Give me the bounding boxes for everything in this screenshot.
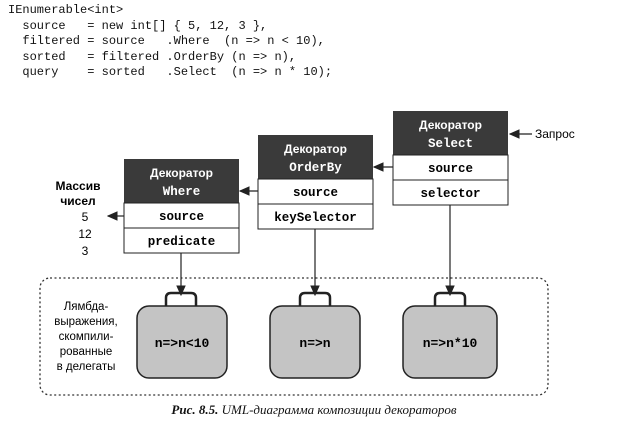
code-line: IEnumerable<int>	[8, 3, 124, 17]
decorator-orderby-name: OrderBy	[289, 161, 342, 175]
briefcase-handle-icon	[164, 291, 198, 307]
delegate-body	[136, 305, 228, 379]
lambda-label: рованные	[60, 346, 113, 358]
decorator-where-source: source	[159, 210, 204, 224]
decorator-select-name: Select	[428, 137, 473, 151]
decorator-where: Декоратор Where source predicate	[123, 159, 240, 254]
array-value: 12	[78, 227, 92, 241]
briefcase-handle-icon	[433, 291, 467, 307]
decorator-select-selector: selector	[420, 187, 480, 201]
array-title: Массив	[56, 179, 101, 193]
figure-caption-text: UML-диаграмма композиции декораторов	[218, 402, 457, 417]
decorator-select: Декоратор Select source selector	[392, 111, 509, 206]
decorator-orderby-row	[257, 178, 374, 205]
lambda-label: выражения,	[54, 316, 117, 328]
delegate-body	[402, 305, 498, 379]
delegate-body	[269, 305, 361, 379]
decorator-orderby: Декоратор OrderBy source keySelector	[257, 135, 374, 230]
code-block: IEnumerable<int> source = new int[] { 5,…	[8, 3, 332, 81]
decorator-select-source: source	[428, 162, 473, 176]
array-title: чисел	[60, 194, 95, 208]
lambda-label: скомпили-	[59, 331, 114, 343]
array-value: 5	[82, 210, 89, 224]
decorator-where-header	[124, 159, 239, 203]
lambda-label: Лямбда-	[64, 301, 109, 313]
delegate-expression: n=>n*10	[423, 336, 478, 351]
delegate-orderby: n=>n	[269, 291, 361, 379]
decorator-orderby-source: source	[293, 186, 338, 200]
figure-number: Рис. 8.5.	[171, 402, 219, 417]
decorator-where-row	[123, 202, 240, 229]
decorator-select-row	[392, 154, 509, 181]
decorator-orderby-title: Декоратор	[284, 142, 347, 156]
decorator-orderby-keyselector: keySelector	[274, 211, 357, 225]
request-label: Запрос	[535, 127, 575, 141]
lambda-container	[39, 277, 549, 396]
briefcase-handle-icon	[298, 291, 332, 307]
decorator-where-name: Where	[163, 185, 201, 199]
delegate-select: n=>n*10	[402, 291, 498, 379]
decorator-where-row	[123, 227, 240, 254]
code-line: source = new int[] { 5, 12, 3 },	[8, 18, 268, 33]
figure-caption: Рис. 8.5. UML-диаграмма композиции декор…	[0, 402, 628, 418]
decorator-select-row	[392, 179, 509, 206]
delegate-expression: n=>n<10	[155, 336, 210, 351]
decorator-orderby-row	[257, 203, 374, 230]
decorator-select-header	[393, 111, 508, 155]
decorator-orderby-header	[258, 135, 373, 179]
delegate-where: n=>n<10	[136, 291, 228, 379]
decorator-select-title: Декоратор	[419, 118, 482, 132]
code-line: sorted = filtered .OrderBy (n => n),	[8, 49, 297, 64]
array-value: 3	[82, 244, 89, 258]
code-line: filtered = source .Where (n => n < 10),	[8, 34, 325, 48]
code-line: query = sorted .Select (n => n * 10);	[8, 65, 333, 79]
lambda-label: в делегаты	[57, 361, 116, 373]
decorator-where-predicate: predicate	[148, 235, 216, 249]
decorator-where-title: Декоратор	[150, 166, 213, 180]
delegate-expression: n=>n	[299, 336, 330, 351]
